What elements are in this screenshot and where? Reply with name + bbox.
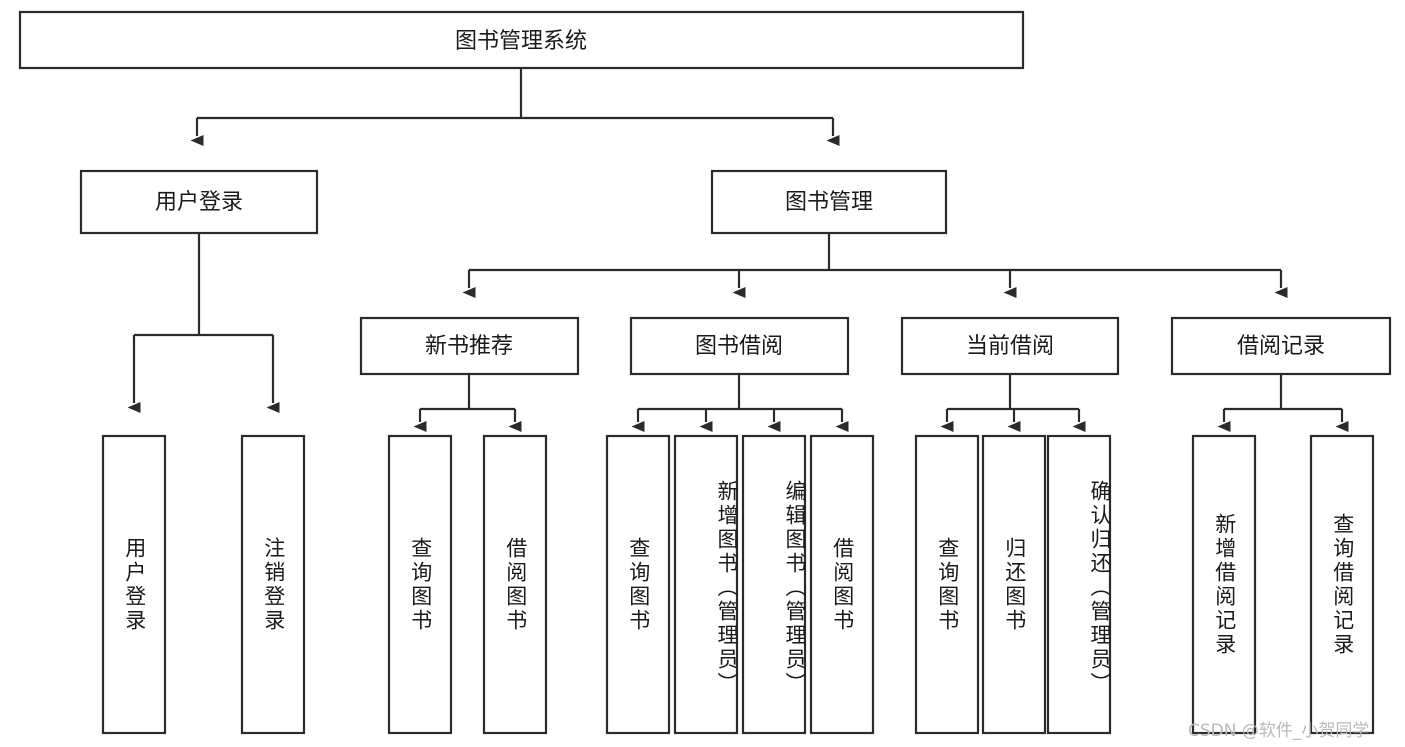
node-root[interactable]: 图书管理系统 [18, 10, 1025, 70]
connector-root-to-level2 [190, 68, 840, 146]
node-current-borrow-label: 当前借阅 [966, 334, 1054, 359]
node-user-login-label: 用户登录 [155, 190, 243, 215]
connector-user-login-to-leaves [127, 233, 280, 413]
node-book-manage-label: 图书管理 [785, 190, 873, 215]
connector-book-borrow-to-leaves [631, 374, 849, 432]
connector-book-manage-to-level3 [462, 233, 1288, 298]
node-new-book-recommend-label: 新书推荐 [425, 334, 513, 359]
connector-new-book-recommend-to-leaves [413, 374, 522, 432]
leaf-box-query-book-1[interactable] [387, 434, 453, 735]
csdn-watermark: CSDN @软件_小贺同学 [1188, 721, 1370, 741]
leaf-box-return-book[interactable] [981, 434, 1047, 735]
leaf-box-query-book-2[interactable] [605, 434, 671, 735]
node-current-borrow-box [900, 316, 1120, 376]
node-new-book-recommend[interactable]: 新书推荐 [359, 316, 580, 376]
leaf-box-borrow-book-2[interactable] [809, 434, 875, 735]
leaf-box-logout-login[interactable] [240, 434, 306, 735]
node-user-login-box [79, 169, 319, 235]
leaf-box-confirm-return-admin[interactable] [1046, 434, 1112, 735]
node-book-borrow-label: 图书借阅 [695, 334, 783, 359]
leaf-box-add-borrow-record[interactable] [1191, 434, 1257, 735]
leaf-box-query-borrow-record[interactable] [1309, 434, 1375, 735]
node-new-book-recommend-box [359, 316, 580, 376]
connector-borrow-record-to-leaves [1217, 374, 1349, 432]
leaf-box-borrow-book-1[interactable] [482, 434, 548, 735]
leaf-box-edit-book-admin[interactable] [741, 434, 807, 735]
node-book-borrow[interactable]: 图书借阅 [629, 316, 850, 376]
connector-current-borrow-to-leaves [940, 374, 1086, 432]
node-root-box [18, 10, 1025, 70]
node-user-login[interactable]: 用户登录 [79, 169, 319, 235]
node-book-manage[interactable]: 图书管理 [710, 169, 948, 235]
node-borrow-record-label: 借阅记录 [1237, 334, 1325, 359]
leaf-box-add-book-admin[interactable] [673, 434, 739, 735]
node-borrow-record[interactable]: 借阅记录 [1170, 316, 1392, 376]
leaf-box-user-login[interactable] [101, 434, 167, 735]
node-root-label: 图书管理系统 [455, 29, 587, 54]
leaf-box-query-book-3[interactable] [914, 434, 980, 735]
node-current-borrow[interactable]: 当前借阅 [900, 316, 1120, 376]
